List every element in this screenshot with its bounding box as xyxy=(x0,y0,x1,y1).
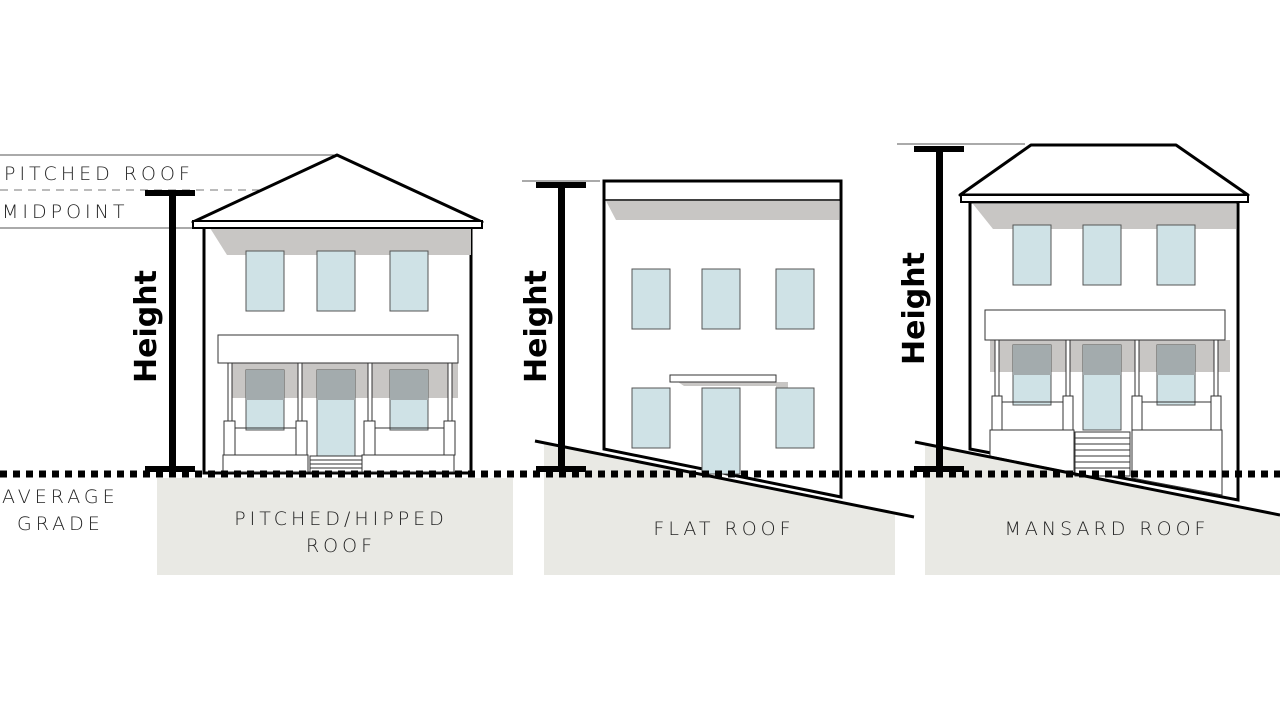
caption-box-flat xyxy=(544,443,895,575)
height-label-flat: Height xyxy=(519,270,554,383)
caption-flat: FLAT ROOF xyxy=(653,518,794,540)
caption-box-mansard xyxy=(925,444,1280,575)
mansard-roof-house xyxy=(897,143,1280,517)
height-bar-pitched xyxy=(145,190,195,472)
pitched-roof-label: PITCHED ROOF xyxy=(4,163,194,185)
caption-box-pitched xyxy=(157,478,513,575)
pitched-roof-house xyxy=(0,153,484,475)
flat-roof-house xyxy=(522,179,915,519)
caption-pitched-1: PITCHED/HIPPED xyxy=(234,508,448,530)
caption-mansard: MANSARD ROOF xyxy=(1005,518,1210,540)
height-label-mansard: Height xyxy=(897,252,932,365)
height-label-pitched: Height xyxy=(129,270,164,383)
height-bar-mansard xyxy=(914,146,964,472)
average-grade-label-1: AVERAGE xyxy=(2,486,119,508)
average-grade-label-2: GRADE xyxy=(17,513,104,535)
height-bar-flat xyxy=(536,182,586,472)
caption-pitched-2: ROOF xyxy=(306,535,376,557)
midpoint-label: MIDPOINT xyxy=(2,201,128,223)
